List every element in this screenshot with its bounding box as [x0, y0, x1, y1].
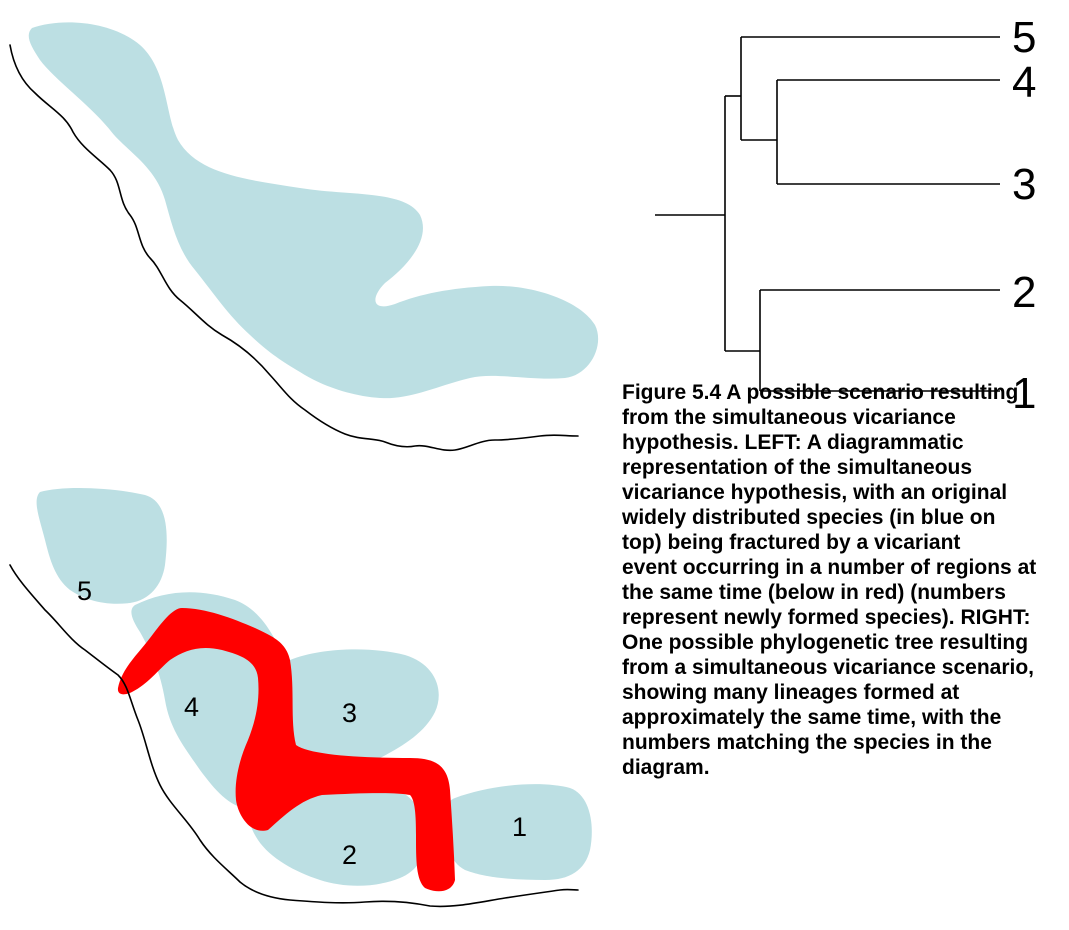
caption-line: the same time (below in red) (numbers — [622, 581, 1006, 604]
caption-line: Figure 5.4 A possible scenario resulting — [622, 381, 1019, 404]
caption-line: from a simultaneous vicariance scenario, — [622, 656, 1035, 679]
tree-tip-label-1: 1 — [1012, 369, 1036, 418]
caption-line: diagram. — [622, 756, 710, 779]
range-species-3 — [281, 649, 439, 770]
map-label-species-5: 5 — [77, 576, 92, 606]
caption-line: representation of the simultaneous — [622, 456, 973, 479]
caption-line: event occurring in a number of regions a… — [622, 556, 1037, 579]
vicariance-map: 5 4 3 2 1 — [9, 488, 592, 908]
tree-tip-label-4: 4 — [1012, 58, 1036, 107]
map-label-species-3: 3 — [342, 698, 357, 728]
ancestral-coastline — [9, 44, 579, 452]
tree-tip-label-5: 5 — [1012, 13, 1036, 62]
map-label-species-4: 4 — [184, 692, 199, 722]
caption-line: approximately the same time, with the — [622, 706, 1002, 729]
range-species-1 — [445, 784, 592, 880]
caption-line: showing many lineages formed at — [622, 681, 960, 704]
caption-line: vicariance hypothesis, with an original — [622, 481, 1008, 504]
map-label-species-1: 1 — [512, 812, 527, 842]
phylogenetic-tree: 5 4 3 2 1 — [655, 13, 1036, 418]
tree-tip-label-2: 2 — [1012, 268, 1036, 317]
caption-line: numbers matching the species in the — [622, 731, 992, 754]
caption-line: represent newly formed species). RIGHT: — [622, 606, 1031, 629]
ancestral-species-range — [28, 22, 599, 399]
caption-line: top) being fractured by a vicariant — [622, 531, 961, 554]
range-species-5 — [36, 488, 167, 604]
coastline-bottom — [9, 564, 579, 908]
caption-line: One possible phylogenetic tree resulting — [622, 631, 1029, 654]
figure-caption: Figure 5.4 A possible scenario resulting… — [622, 380, 1069, 930]
caption-line: from the simultaneous vicariance — [622, 406, 956, 429]
caption-line: widely distributed species (in blue on — [622, 506, 996, 529]
map-label-species-2: 2 — [342, 840, 357, 870]
ancestral-range-map — [9, 22, 599, 452]
caption-line: hypothesis. LEFT: A diagrammatic — [622, 431, 964, 454]
vicariance-barrier — [117, 608, 455, 892]
tree-tip-label-3: 3 — [1012, 160, 1036, 209]
